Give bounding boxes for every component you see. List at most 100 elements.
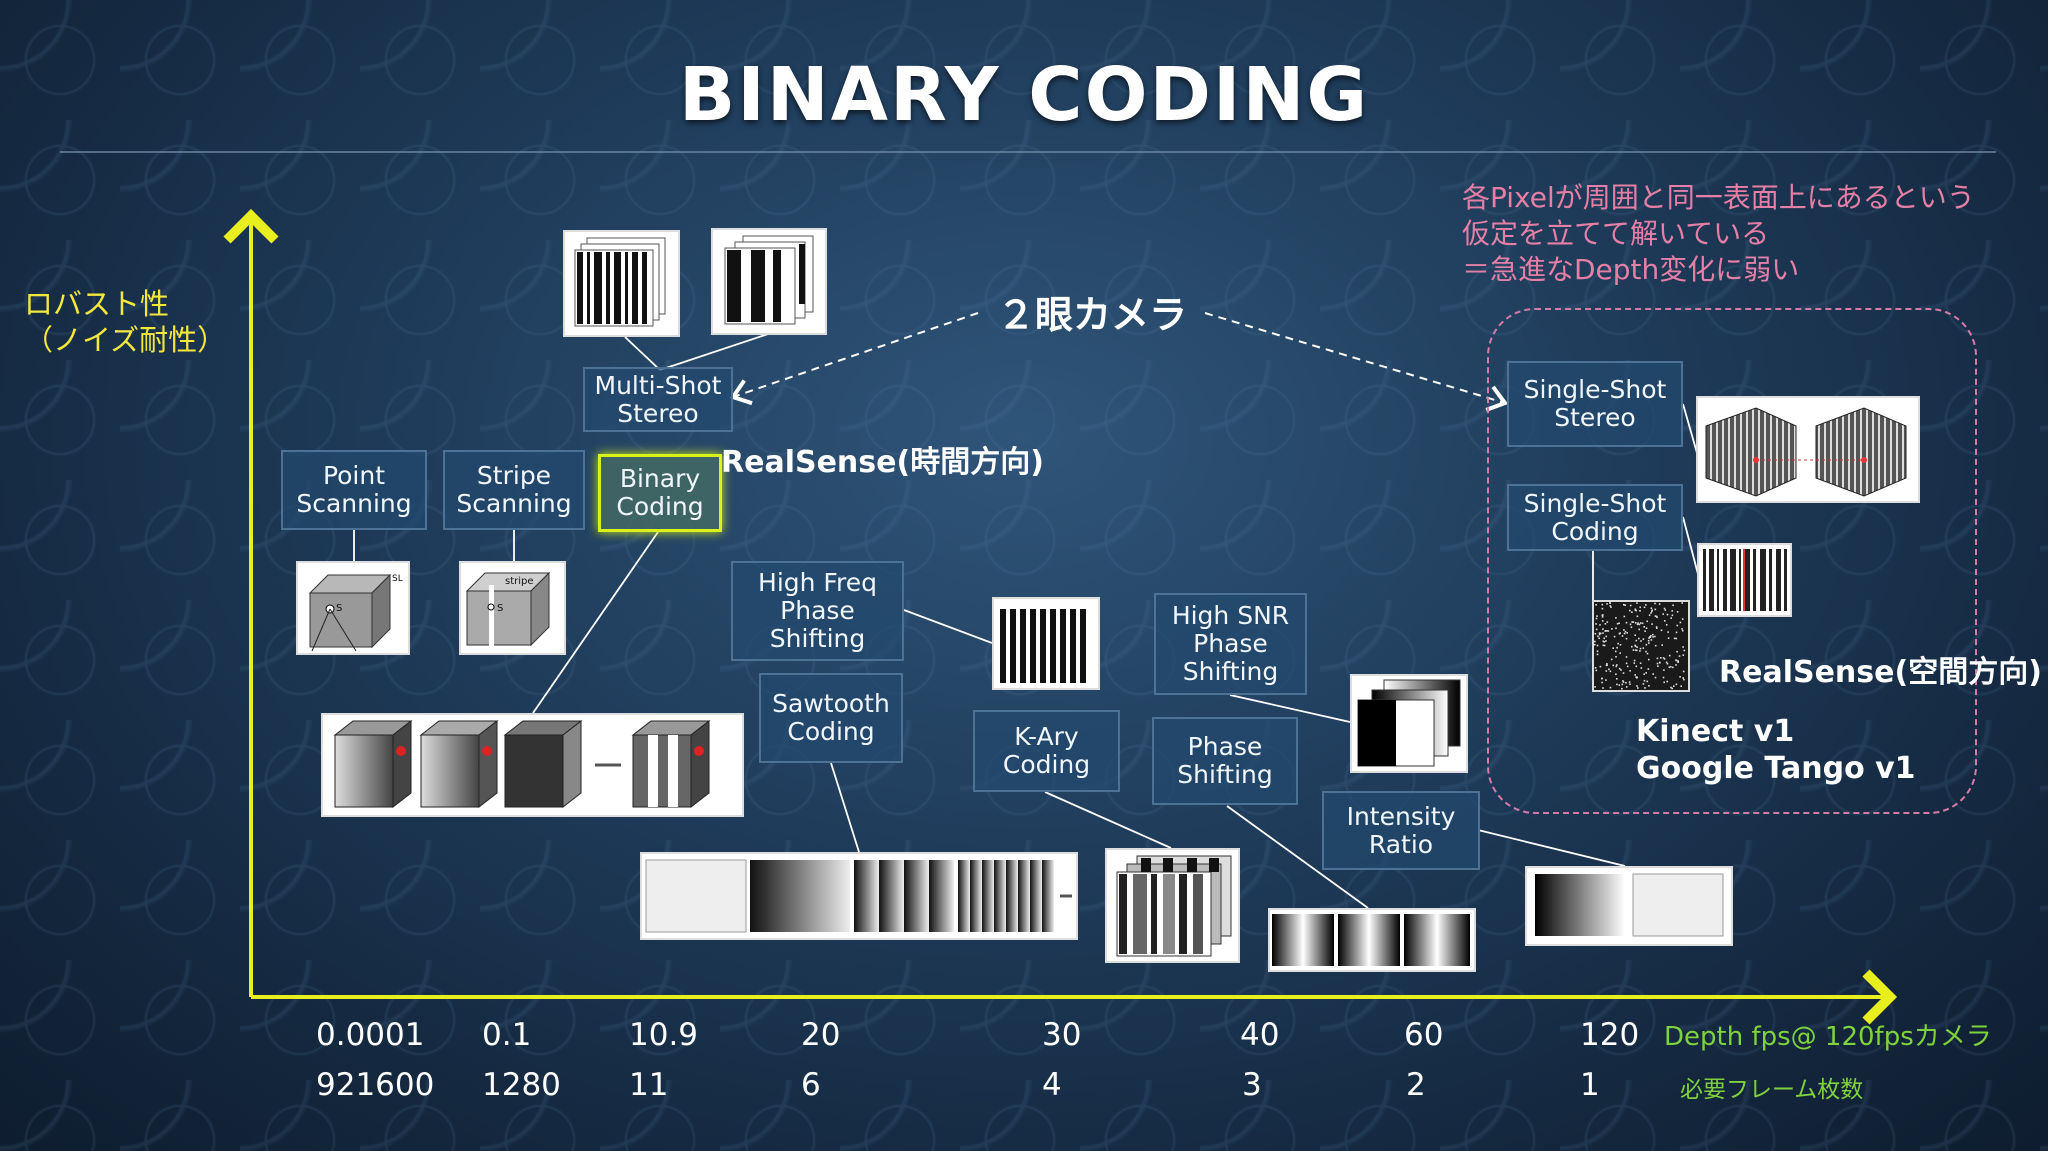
speckle-dot [1666, 680, 1668, 683]
speckle-dot [1625, 621, 1628, 624]
stacked-binary-patterns [724, 235, 814, 325]
speckle-dot [1657, 665, 1659, 667]
frames-tick: 1 [1580, 1067, 1600, 1103]
speckle-dot [1676, 650, 1678, 653]
speckle-dot [1602, 640, 1604, 643]
fps-tick: 30 [1042, 1017, 1082, 1053]
speckle-dot [1604, 623, 1607, 625]
speckle-dot [1614, 650, 1617, 653]
speckle-dot [1675, 683, 1678, 686]
speckle-dot [1646, 680, 1649, 683]
speckle-dot [1629, 670, 1631, 672]
speckle-dot [1637, 687, 1639, 689]
point-scanning-image: S SL [296, 561, 410, 655]
speckle-dot [1643, 673, 1645, 675]
speckle-dot [1682, 677, 1684, 679]
speckle-dot [1594, 640, 1596, 643]
speckle-dot [1604, 630, 1606, 632]
speckle-dot [1622, 680, 1624, 682]
speckle-dot [1624, 630, 1627, 633]
frames-tick: 921600 [316, 1067, 435, 1103]
box-point-scanning: Point Scanning [281, 450, 427, 530]
speckle-dot [1663, 607, 1666, 610]
speckle-dot [1648, 685, 1650, 687]
speckle-dot [1668, 654, 1671, 657]
speckle-dot [1625, 662, 1628, 665]
stripe-scanning-image: stripe S [459, 561, 566, 655]
speckle-dot [1679, 676, 1681, 678]
speckle-dot [1601, 614, 1604, 616]
speckle-dot [1634, 608, 1637, 611]
fps-axis-caption: Depth fps@ 120fpsカメラ [1664, 1022, 1992, 1052]
speckle-dot [1596, 653, 1599, 656]
speckle-dot [1673, 637, 1676, 640]
box-line: Single-Shot [1523, 375, 1667, 404]
slide-title: BINARY CODING [678, 52, 1370, 138]
speckle-dot [1623, 603, 1625, 606]
speckle-dot [1625, 637, 1628, 640]
cube-with-point: S SL [308, 573, 403, 652]
speckle-dot [1675, 631, 1678, 634]
speckle-dot [1682, 670, 1685, 673]
single-shot-coding-image [1697, 543, 1792, 617]
high-snr-phase-image [1350, 674, 1468, 773]
speckle-dot [1639, 647, 1642, 650]
speckle-dot [1601, 603, 1604, 606]
speckle-dot [1616, 683, 1618, 686]
speckle-dot [1642, 647, 1645, 649]
frames-axis-caption: 必要フレーム枚数 [1680, 1077, 1864, 1103]
speckle-dot [1651, 610, 1653, 613]
speckle-dot [1631, 611, 1633, 613]
speckle-dot [1633, 659, 1636, 662]
speckle-dot [1656, 662, 1659, 665]
speckle-dot [1656, 627, 1658, 629]
speckle-dot [1618, 684, 1621, 686]
speckle-dot [1624, 604, 1626, 606]
speckle-dot [1642, 638, 1645, 640]
speckle-dot [1645, 672, 1647, 674]
speckle-dot [1602, 644, 1605, 647]
thumb-text: S [497, 603, 503, 614]
single-shot-stereo-image [1696, 396, 1920, 503]
speckle-dot [1643, 679, 1646, 682]
speckle-dot [1656, 657, 1659, 660]
frames-tick: 1280 [482, 1067, 561, 1103]
speckle-dot [1681, 602, 1683, 604]
speckle-dot [1609, 602, 1611, 604]
high-freq-stripes [1000, 609, 1086, 683]
speckle-dot [1632, 621, 1635, 623]
speckle-dot [1634, 634, 1636, 636]
fps-tick: 0.1 [482, 1017, 532, 1053]
frames-tick: 3 [1242, 1067, 1262, 1103]
speckle-dot [1667, 631, 1669, 633]
speckle-dot [1650, 639, 1653, 641]
speckle-dot [1650, 635, 1652, 637]
speckle-dot [1602, 632, 1604, 634]
speckle-dot [1615, 665, 1617, 668]
box-line: Stereo [617, 398, 699, 428]
speckle-dot [1683, 678, 1685, 681]
speckle-dot [1677, 661, 1679, 663]
kinect-label: Kinect v1 [1636, 714, 1795, 749]
speckle-dot [1595, 617, 1598, 620]
box-single-shot-stereo: Single-Shot Stereo [1507, 361, 1683, 447]
tango-label: Google Tango v1 [1636, 751, 1916, 786]
speckle-dot [1642, 683, 1645, 685]
speckle-dot [1612, 647, 1614, 649]
speckle-dot [1682, 654, 1685, 656]
box-line: Sawtooth [772, 689, 890, 718]
speckle-dot [1658, 603, 1661, 605]
speckle-dot [1629, 623, 1632, 626]
speckle-dot [1631, 645, 1633, 648]
speckle-dot [1633, 662, 1636, 664]
speckle-dot [1640, 667, 1643, 669]
speckle-dot [1664, 609, 1667, 611]
box-high-freq-phase: High Freq Phase Shifting [731, 561, 904, 661]
single-shot-stereo-cubes [1698, 398, 1918, 501]
speckle-dot [1629, 604, 1632, 607]
speckle-dot [1618, 667, 1621, 670]
speckle-dot [1601, 677, 1603, 680]
speckle-dot [1594, 686, 1596, 688]
thumb-text: stripe [505, 576, 534, 587]
speckle-dot [1615, 656, 1617, 658]
